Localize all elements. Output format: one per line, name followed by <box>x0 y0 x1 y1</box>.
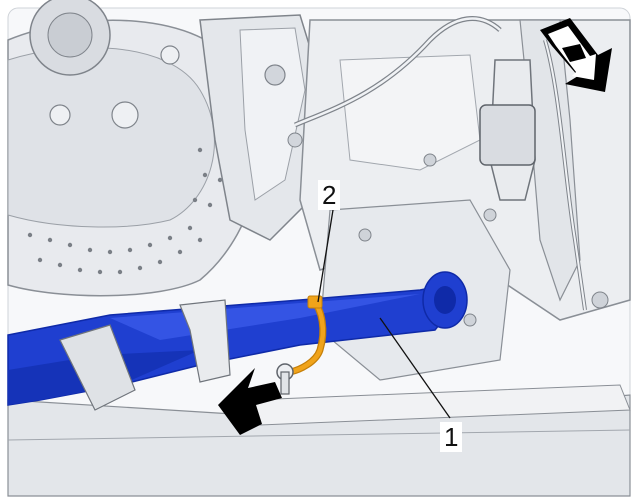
leader-line-2 <box>317 209 334 303</box>
vehicle-direction-arrow-icon <box>540 18 612 92</box>
callout-label-1: 1 <box>440 422 463 452</box>
leader-line-1 <box>379 317 451 419</box>
callout-label-2: 2 <box>318 180 341 210</box>
brake-hose <box>294 16 587 311</box>
steering-knuckle <box>199 14 321 241</box>
control-arm <box>7 271 468 411</box>
mounting-bolt <box>276 363 294 395</box>
support-strap <box>289 295 327 376</box>
action-arrow-icon <box>218 368 282 435</box>
rail-edge <box>7 429 631 441</box>
